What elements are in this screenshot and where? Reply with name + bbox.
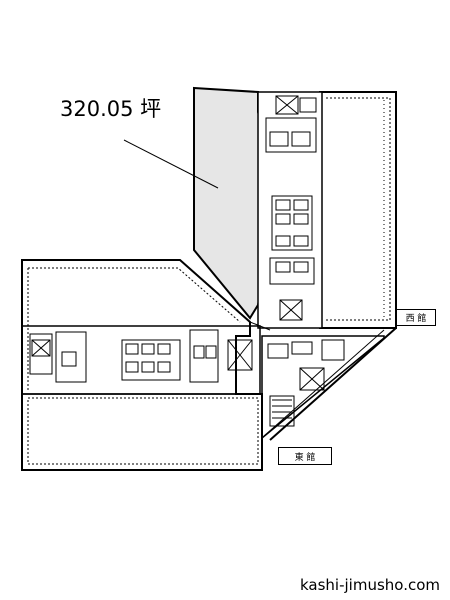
area-label: 320.05 坪	[60, 97, 162, 121]
east-wing-outline	[21, 259, 263, 471]
east-core	[21, 325, 261, 395]
site-watermark: kashi-jimusho.com	[299, 576, 440, 594]
link-block	[261, 335, 385, 440]
highlighted-office-area	[193, 86, 268, 320]
east-building-label: 東 館	[278, 447, 332, 465]
west-wing-outline	[319, 91, 397, 329]
leader-line	[123, 139, 219, 189]
west-building-label: 西 館	[396, 309, 436, 326]
